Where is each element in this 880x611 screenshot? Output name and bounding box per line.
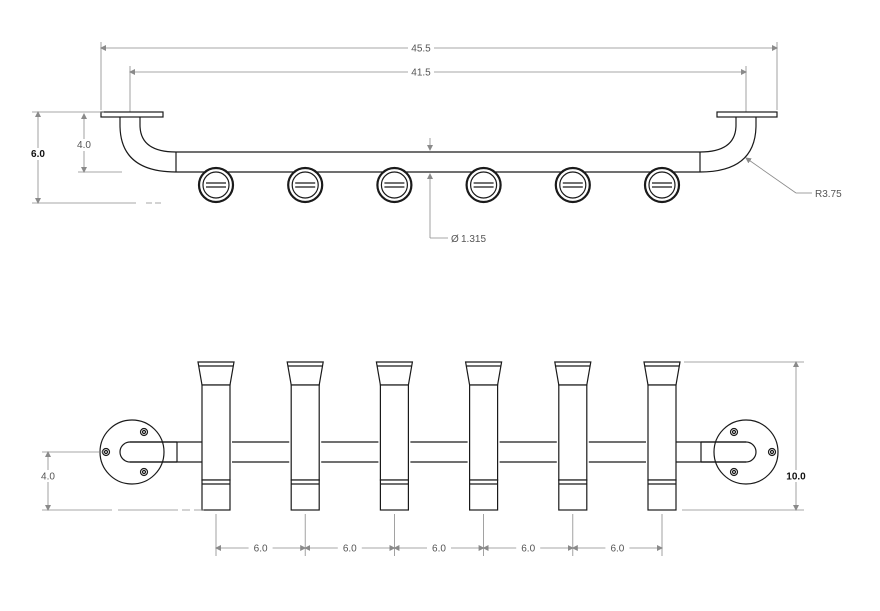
rod-holder-top	[376, 166, 413, 204]
holder-body	[647, 384, 677, 481]
holder-rim	[376, 166, 413, 204]
holder-bore	[291, 171, 319, 199]
tube-outer-edge	[119, 117, 757, 173]
spacing-value: 6.0	[610, 544, 624, 555]
rod-holder-sides	[197, 361, 681, 556]
rod-holder-side	[375, 361, 414, 556]
rod-holder-top	[554, 166, 591, 204]
mount-flange-left	[99, 419, 165, 485]
rod-holder-top	[465, 166, 502, 204]
spacing-value: 6.0	[521, 544, 535, 555]
rod-holder-tops	[197, 166, 681, 204]
label-bg	[74, 139, 94, 151]
label-bg	[408, 66, 434, 78]
holder-body	[290, 384, 320, 481]
holder-sleeve	[469, 479, 499, 511]
spacing-dimension: 6.0	[304, 542, 396, 555]
spacing-dimension: 6.0	[215, 542, 307, 555]
mount-flange-right	[713, 419, 779, 485]
label-bg	[337, 542, 362, 554]
holder-rim	[554, 166, 591, 204]
dimension-front-left: 4.0	[41, 472, 55, 483]
holder-sleeve	[379, 479, 409, 511]
tube-over-flange-left	[130, 441, 177, 463]
rod-holder-top	[643, 166, 681, 204]
spacing-value: 6.0	[432, 544, 446, 555]
flange-disc	[713, 419, 779, 485]
screw-hole-icon	[767, 447, 777, 457]
dimension-inner-width: 41.5	[411, 68, 431, 79]
screw-hole-icon	[139, 427, 149, 437]
label-bg	[783, 470, 809, 482]
rod-holder-side	[643, 361, 681, 556]
rod-holder-side	[286, 361, 324, 556]
holder-bore	[380, 171, 408, 199]
tube-inner-edge	[139, 117, 737, 153]
spacing-dimension: 6.0	[571, 542, 663, 555]
holder-sleeve	[290, 479, 320, 511]
holder-sleeve	[647, 479, 677, 511]
tube-over-flange-right	[701, 441, 746, 463]
rod-holder-top	[197, 166, 235, 204]
dimension-front-right: 10.0	[786, 472, 806, 483]
holder-rim	[465, 166, 502, 204]
top-view: 45.5 41.5 6.0 4.0 R3.75	[30, 42, 842, 245]
holder-body	[201, 384, 231, 481]
dimension-tube-diameter: 1.315	[461, 234, 486, 245]
holder-sleeve	[558, 479, 588, 511]
holder-rim	[197, 166, 235, 204]
mount-plate-right	[716, 111, 778, 118]
rod-holder-top	[287, 166, 324, 204]
holder-bore	[202, 171, 230, 199]
screw-hole-inner	[769, 449, 775, 455]
spacing-value: 6.0	[254, 544, 268, 555]
spacing-dimension: 6.0	[482, 542, 574, 555]
screw-hole-icon	[729, 467, 739, 477]
holder-sleeve	[201, 479, 231, 511]
label-bg	[408, 42, 434, 54]
label-bg	[605, 542, 630, 554]
holder-bore	[559, 171, 587, 199]
holder-rim	[643, 166, 681, 204]
label-bg	[30, 148, 48, 160]
holder-body	[469, 384, 499, 481]
label-bg	[427, 542, 451, 554]
rod-holder-side	[554, 361, 592, 556]
holder-bore	[648, 171, 676, 199]
screw-hole-inner	[141, 469, 147, 475]
tube-segment-right	[674, 441, 746, 463]
front-view: 4.0 10.0 6.0 6.0 6.0 6.0 6.0	[37, 361, 809, 556]
dimension-overall-width: 45.5	[411, 44, 431, 55]
spacing-value: 6.0	[343, 544, 357, 555]
tube-segment-left	[130, 441, 210, 463]
holder-body	[558, 384, 588, 481]
label-bg	[516, 542, 541, 554]
radius-leader	[745, 157, 797, 194]
screw-hole-inner	[141, 429, 147, 435]
dimension-height-left: 6.0	[31, 149, 45, 160]
rod-holder-side	[464, 361, 503, 556]
holder-bore	[470, 171, 498, 199]
spacing-dimension: 6.0	[393, 542, 485, 555]
tube-end-right	[745, 441, 757, 463]
holder-body	[379, 384, 409, 481]
tube-middle-segments	[232, 441, 646, 463]
screw-hole-inner	[103, 449, 109, 455]
screw-hole-icon	[139, 467, 149, 477]
dimension-bend-radius: R3.75	[815, 189, 842, 200]
diameter-symbol: Ø	[451, 234, 459, 245]
screw-hole-inner	[731, 429, 737, 435]
tube-end-left	[119, 441, 131, 463]
holder-rim	[287, 166, 324, 204]
label-bg	[248, 542, 273, 554]
mount-plate-left	[100, 111, 164, 118]
screw-hole-inner	[731, 469, 737, 475]
label-bg	[37, 470, 59, 482]
rod-holder-side	[197, 361, 235, 556]
screw-hole-icon	[729, 427, 739, 437]
dimension-height-inner: 4.0	[77, 140, 91, 151]
spacing-dimensions: 6.0 6.0 6.0 6.0 6.0	[215, 542, 663, 555]
